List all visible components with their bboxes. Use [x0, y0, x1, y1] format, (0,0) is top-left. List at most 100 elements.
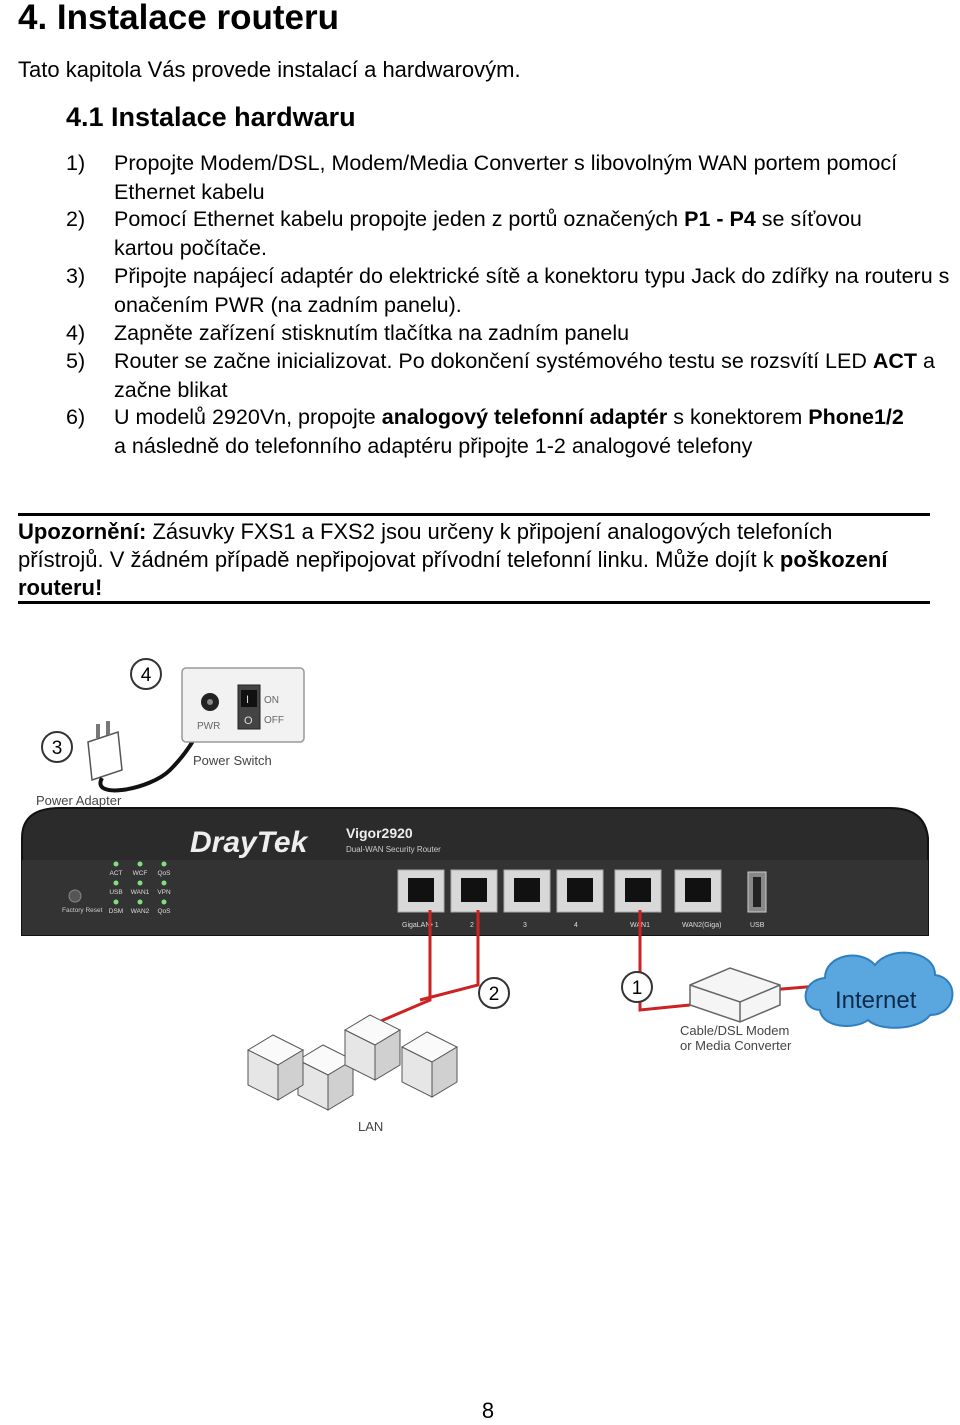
- led-label: ACT: [110, 870, 123, 877]
- port-label: 4: [574, 922, 578, 929]
- modem-label-2: or Media Converter: [680, 1038, 792, 1053]
- internet-label: Internet: [835, 987, 917, 1014]
- step-number: 3): [66, 264, 86, 288]
- step-text-bold: ACT: [872, 349, 918, 373]
- warning-top-rule: [18, 513, 930, 516]
- step-text: Zapněte zařízení stisknutím tlačítka na …: [114, 319, 960, 348]
- computer-icon: [246, 1034, 305, 1101]
- port-label: USB: [750, 922, 765, 929]
- port-socket: [567, 878, 593, 902]
- warning-box: Upozornění: Zásuvky FXS1 a FXS2 jsou urč…: [18, 518, 918, 602]
- computer-icon: [343, 1014, 402, 1081]
- port-label: WAN2(Giga): [682, 922, 721, 929]
- warning-emphasis: poškození routeru!: [18, 547, 888, 600]
- step-text-run: Router se začne inicializovat. Po dokonč…: [114, 349, 873, 373]
- step-text-run: se síťovou kartou počítače.: [114, 207, 862, 260]
- step-number: 2): [66, 207, 86, 231]
- port-socket: [625, 878, 651, 902]
- page-number: 8: [481, 1398, 495, 1423]
- led-label: WAN2: [131, 908, 150, 915]
- led-indicator: [161, 899, 167, 905]
- port-label: 3: [523, 922, 527, 929]
- ethernet-port: [674, 869, 722, 913]
- led-indicator: [137, 880, 143, 886]
- step-text-run: Připojte napájecí adaptér do elektrické …: [114, 264, 950, 317]
- power-panel: PWR I O ON OFF: [181, 667, 305, 743]
- step-text: Propojte Modem/DSL, Modem/Media Converte…: [114, 149, 960, 206]
- led-label: QoS: [157, 908, 171, 915]
- warning-text: Zásuvky FXS1 a FXS2 jsou určeny k připoj…: [18, 519, 833, 572]
- step-number: 1): [66, 151, 86, 175]
- port-label: 2: [470, 922, 474, 929]
- step-text-bold: analogový telefonní adaptér: [381, 405, 668, 429]
- warning-bottom-rule: [18, 601, 930, 604]
- callout-3: 3: [41, 731, 73, 763]
- port-socket: [461, 878, 487, 902]
- switch-off-glyph: O: [244, 715, 253, 727]
- step-number: 6): [66, 405, 86, 429]
- section-title: 4.1 Instalace hardwaru: [66, 102, 356, 132]
- port-socket: [514, 878, 540, 902]
- step-text: U modelů 2920Vn, propojte analogový tele…: [114, 403, 916, 460]
- power-adapter-label: Power Adapter: [36, 793, 122, 808]
- internet-cloud-icon: Internet: [804, 951, 954, 1029]
- step-item: 6) U modelů 2920Vn, propojte analogový t…: [66, 403, 916, 460]
- led-label: VPN: [157, 889, 171, 896]
- svg-text:1: 1: [632, 978, 643, 999]
- lan-cable-1: [359, 910, 432, 1032]
- svg-text:4: 4: [141, 665, 152, 686]
- led-label: USB: [109, 889, 122, 896]
- wan-cable: [638, 910, 691, 1012]
- step-item: 1) Propojte Modem/DSL, Modem/Media Conve…: [66, 149, 960, 206]
- led-indicator: [161, 861, 167, 867]
- pwr-label: PWR: [197, 721, 220, 732]
- step-text-run: Zapněte zařízení stisknutím tlačítka na …: [114, 321, 630, 345]
- led-indicator: [161, 880, 167, 886]
- led-indicator: [137, 861, 143, 867]
- svg-text:3: 3: [52, 738, 63, 759]
- switch-on-glyph: I: [246, 694, 249, 706]
- model-subtitle: Dual-WAN Security Router: [346, 845, 441, 854]
- step-text-run: Pomocí Ethernet kabelu propojte jeden z …: [114, 207, 685, 231]
- step-text-run: U modelů 2920Vn, propojte: [114, 405, 382, 429]
- step-text: Router se začne inicializovat. Po dokonč…: [114, 347, 936, 404]
- led-label: QoS: [157, 870, 171, 877]
- step-text: Pomocí Ethernet kabelu propojte jeden z …: [114, 205, 866, 262]
- step-text-run: a následně do telefonního adaptéru připo…: [114, 433, 753, 458]
- step-item: 3) Připojte napájecí adaptér do elektric…: [66, 262, 960, 319]
- led-indicator: [113, 899, 119, 905]
- chapter-title: 4. Instalace routeru: [18, 0, 339, 37]
- step-item: 5) Router se začne inicializovat. Po dok…: [66, 347, 936, 404]
- port-socket: [408, 878, 434, 902]
- computer-icon: [400, 1031, 459, 1098]
- led-indicator: [113, 880, 119, 886]
- power-switch-label: Power Switch: [193, 753, 272, 768]
- router-installation-diagram: PWR I O ON OFF Power Switch Power Adapte…: [21, 658, 954, 1134]
- router-device: DrayTek Vigor2920 Dual-WAN Security Rout…: [21, 807, 929, 936]
- modem-icon: [689, 967, 781, 1023]
- warning-label: Upozornění:: [18, 519, 147, 544]
- on-label: ON: [264, 695, 279, 706]
- led-label: DSM: [109, 908, 123, 915]
- lan-label: LAN: [358, 1119, 383, 1134]
- lan-cable-2: [419, 910, 480, 1002]
- step-text-run: a začne blikat: [114, 349, 935, 402]
- step-text: Připojte napájecí adaptér do elektrické …: [114, 262, 960, 319]
- step-text-bold: P1 - P4: [684, 207, 756, 231]
- step-item: 4) Zapněte zařízení stisknutím tlačítka …: [66, 319, 960, 348]
- factory-reset-label: Factory Reset: [62, 907, 103, 914]
- chapter-intro: Tato kapitola Vás provede instalací a ha…: [18, 57, 521, 82]
- step-number: 4): [66, 321, 86, 345]
- off-label: OFF: [264, 715, 284, 726]
- step-text-run: Propojte Modem/DSL, Modem/Media Converte…: [114, 151, 898, 204]
- callout-1: 1: [621, 971, 653, 1003]
- model-name: Vigor2920: [346, 825, 413, 841]
- step-text-run: s konektorem: [667, 405, 809, 429]
- led-label: WCF: [133, 870, 148, 877]
- modem-label-1: Cable/DSL Modem: [680, 1023, 789, 1038]
- port-socket: [685, 878, 711, 902]
- computer-icon: [296, 1044, 355, 1111]
- brand-logo: DrayTek: [190, 826, 309, 859]
